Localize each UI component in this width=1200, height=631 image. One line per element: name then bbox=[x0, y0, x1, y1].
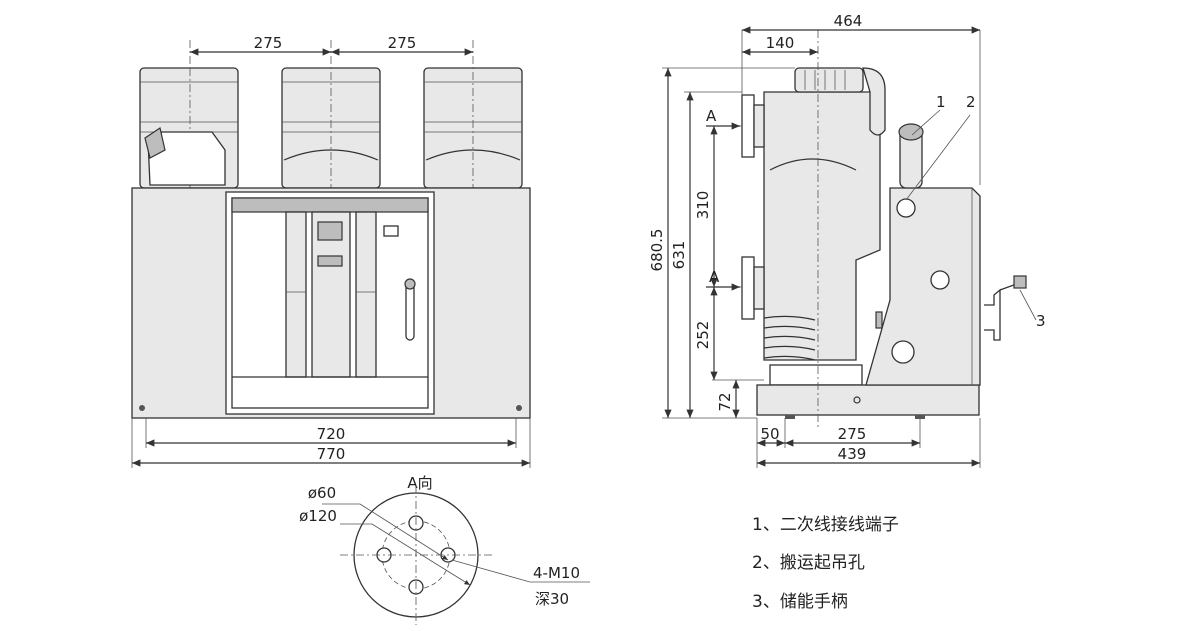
dim-d60: ø60 bbox=[308, 484, 336, 502]
pole-middle bbox=[281, 40, 381, 189]
pole-left bbox=[139, 67, 239, 189]
dim-d120: ø120 bbox=[299, 507, 337, 525]
base-frame bbox=[756, 384, 980, 416]
pole-top-cap bbox=[794, 67, 864, 93]
callout-3: 3 bbox=[1036, 312, 1046, 330]
dim-275: 275 bbox=[838, 425, 867, 443]
dim-overall-width: 770 bbox=[317, 445, 346, 463]
pole-right bbox=[423, 40, 523, 189]
a-view-title: A向 bbox=[407, 474, 432, 492]
counter-window bbox=[317, 221, 343, 241]
terminal-lower bbox=[741, 256, 755, 320]
storage-handle bbox=[984, 288, 1001, 341]
callout-2: 2 bbox=[966, 93, 976, 111]
depth-spec: 深30 bbox=[535, 590, 569, 608]
pole-body-side bbox=[763, 91, 881, 361]
section-marker-bottom: A bbox=[709, 268, 720, 286]
dim-height-631: 631 bbox=[670, 241, 688, 270]
section-marker-top: A bbox=[706, 107, 717, 125]
legend-item-3: 3、储能手柄 bbox=[752, 592, 848, 612]
legend-item-2: 2、搬运起吊孔 bbox=[752, 553, 865, 573]
mechanism-cabinet-side bbox=[865, 187, 981, 386]
dim-252: 252 bbox=[694, 321, 712, 350]
side-view: 464 140 680.5 631 310 252 72 A A 50 bbox=[648, 12, 1046, 468]
callout-1: 1 bbox=[936, 93, 946, 111]
legend-item-1: 1、二次线接线端子 bbox=[752, 515, 899, 535]
spring-bellows bbox=[763, 315, 816, 361]
front-view: 275 275 720 770 bbox=[131, 34, 531, 468]
terminal-upper bbox=[741, 94, 755, 158]
a-view: A向 ø60 ø120 4-M10 深30 bbox=[299, 474, 590, 625]
thread-spec: 4-M10 bbox=[533, 564, 580, 582]
dim-overall-depth: 464 bbox=[834, 12, 863, 30]
dim-total-height: 680.5 bbox=[648, 229, 666, 272]
dim-310: 310 bbox=[694, 191, 712, 220]
dim-top-offset: 140 bbox=[766, 34, 795, 52]
dim-439: 439 bbox=[838, 445, 867, 463]
indicator-window bbox=[317, 255, 343, 267]
dim-pole-spacing-left: 275 bbox=[254, 34, 283, 52]
dim-inner-width: 720 bbox=[317, 425, 346, 443]
dim-50: 50 bbox=[760, 425, 779, 443]
dim-72: 72 bbox=[716, 392, 734, 411]
dim-pole-spacing-right: 275 bbox=[388, 34, 417, 52]
